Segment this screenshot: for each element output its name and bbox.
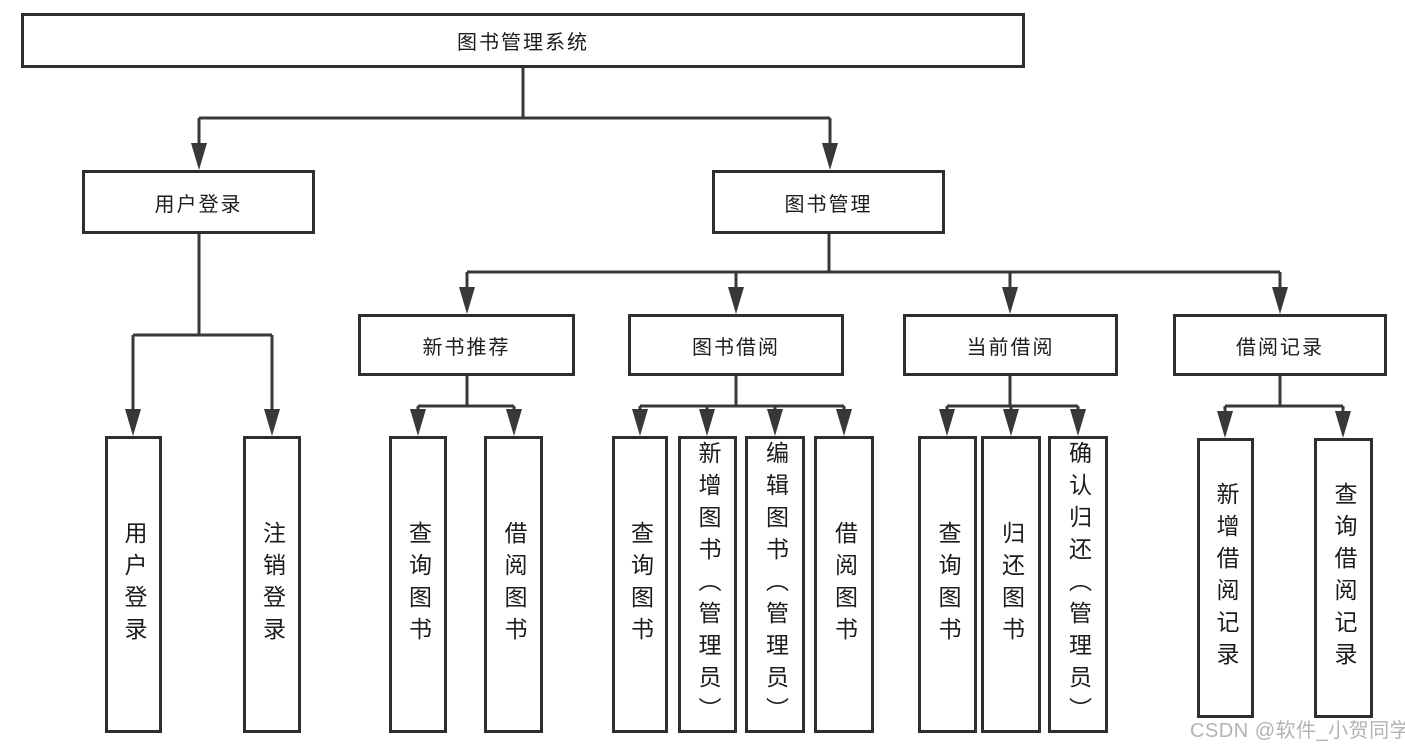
connector-book-management-to-level3 [465, 234, 1282, 290]
leaf-label: 查询图书 [627, 520, 654, 649]
arrowheads-new-book-recommendation [410, 409, 522, 436]
leaf-label: 注销登录 [259, 520, 286, 649]
leaf-user-login: 用户登录 [105, 436, 162, 733]
leaf-label: 确认归还（管理员） [1065, 440, 1092, 729]
leaf-query-borrow-record: 查询借阅记录 [1314, 438, 1373, 718]
leaf-confirm-return-admin: 确认归还（管理员） [1048, 436, 1108, 733]
leaf-label: 查询图书 [405, 520, 432, 649]
connector-root-to-level2 [197, 68, 832, 146]
connector-book-borrowing-to-leaves [638, 376, 846, 412]
arrowheads-current-borrowing [939, 409, 1086, 436]
leaf-return-books: 归还图书 [981, 436, 1041, 733]
node-library-management-system: 图书管理系统 [21, 13, 1025, 68]
leaf-label: 新增借阅记录 [1213, 482, 1239, 674]
leaf-borrow-books-recommend: 借阅图书 [484, 436, 543, 733]
node-new-book-recommendation: 新书推荐 [358, 314, 575, 376]
arrowheads-borrowing-records [1217, 411, 1351, 438]
leaf-query-books-recommend: 查询图书 [389, 436, 447, 733]
leaf-label: 查询图书 [935, 520, 961, 649]
connector-current-borrowing-to-leaves [945, 376, 1080, 412]
node-user-login: 用户登录 [82, 170, 315, 234]
leaf-borrow-books-borrowing: 借阅图书 [814, 436, 874, 733]
node-borrowing-records: 借阅记录 [1173, 314, 1387, 376]
leaf-label: 借阅图书 [831, 520, 858, 649]
leaf-label: 编辑图书（管理员） [762, 440, 789, 729]
leaf-label: 借阅图书 [501, 520, 527, 649]
node-book-borrowing: 图书借阅 [628, 314, 844, 376]
leaf-query-books-borrowing: 查询图书 [612, 436, 668, 733]
arrowheads-level3 [459, 287, 1288, 314]
arrowheads-level2 [191, 143, 838, 170]
arrowheads-user-login-leaves [125, 409, 280, 436]
node-current-borrowing: 当前借阅 [903, 314, 1118, 376]
arrowheads-book-borrowing [632, 409, 852, 436]
leaf-query-books-current: 查询图书 [918, 436, 977, 733]
csdn-watermark: CSDN @软件_小贺同学 [1190, 720, 1405, 742]
leaf-add-borrow-record: 新增借阅记录 [1197, 438, 1254, 718]
leaf-edit-books-admin: 编辑图书（管理员） [745, 436, 805, 733]
leaf-label: 用户登录 [121, 520, 147, 649]
leaf-logout: 注销登录 [243, 436, 301, 733]
leaf-label: 查询借阅记录 [1331, 482, 1357, 674]
leaf-label: 归还图书 [998, 520, 1025, 649]
connector-user-login-to-leaves [131, 234, 274, 412]
node-book-management: 图书管理 [712, 170, 945, 234]
connector-borrowing-records-to-leaves [1223, 376, 1345, 414]
leaf-label: 新增图书（管理员） [695, 440, 721, 729]
connector-new-book-recommendation-to-leaves [416, 376, 516, 412]
leaf-add-books-admin: 新增图书（管理员） [678, 436, 737, 733]
